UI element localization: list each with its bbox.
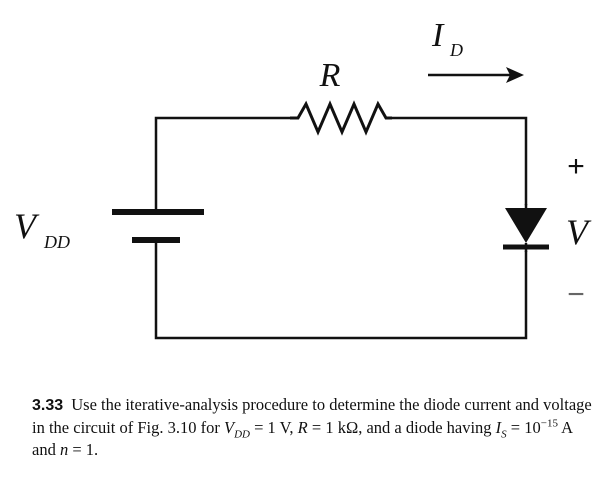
top-right-wire [390, 116, 528, 206]
circuit-diagram: R I D V DD + − V [14, 17, 592, 340]
top-left-wire [154, 116, 292, 214]
problem-text-4: = 10 [510, 418, 541, 437]
problem-text-6: = 1. [72, 440, 99, 459]
var-n: n [59, 440, 69, 459]
problem-text-5: A and [32, 418, 573, 459]
exponent: −15 [540, 417, 558, 430]
problem-text-3: = 1 kΩ, and a diode having [311, 418, 492, 437]
bottom-wire [154, 238, 528, 340]
resistor-symbol [290, 100, 392, 136]
var-is-sub: S [501, 428, 507, 441]
resistor-label: R [319, 57, 341, 94]
var-is: I [495, 418, 502, 437]
current-subscript: D [449, 40, 463, 60]
problem-number: 3.33 [32, 397, 64, 414]
diode-minus-sign: − [567, 278, 585, 311]
current-arrow-icon [428, 67, 524, 83]
var-vdd-sub: DD [234, 428, 250, 441]
source-label: V [14, 206, 40, 246]
problem-statement: 3.33 Use the iterative-analysis procedur… [32, 394, 592, 461]
problem-text-2: = 1 V, [254, 418, 294, 437]
var-vdd: V [224, 418, 235, 437]
wires [154, 116, 528, 340]
diode-symbol [503, 204, 549, 252]
var-r: R [297, 418, 308, 437]
diode-voltage-label: V [566, 212, 592, 252]
problem-text-1: Use the iterative-analysis procedure to … [32, 395, 592, 437]
current-label: I [431, 17, 445, 54]
battery-symbol [112, 209, 204, 243]
diode-plus-sign: + [567, 150, 585, 183]
source-subscript: DD [43, 232, 70, 252]
